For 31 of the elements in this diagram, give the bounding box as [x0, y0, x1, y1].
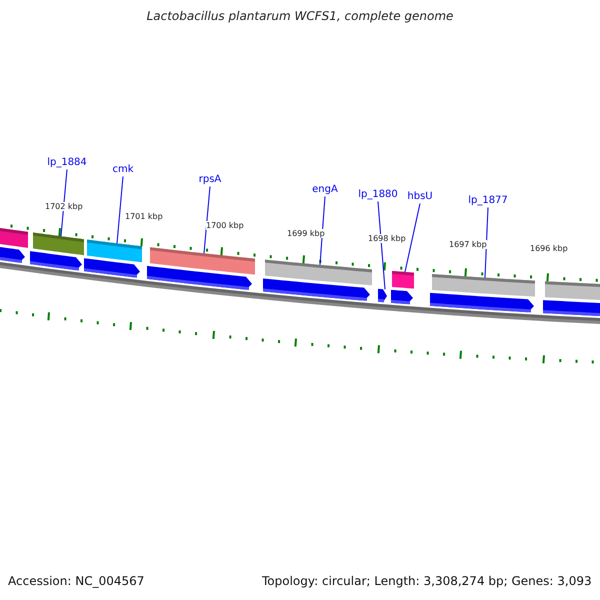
gene-label: hbsU	[407, 191, 433, 202]
title: Lactobacillus plantarum WCFS1, complete genome	[146, 10, 454, 24]
leader-line	[204, 186, 210, 254]
scale-label: 1696 kbp	[530, 244, 568, 254]
gene-label: lp_1884	[47, 157, 87, 168]
gene-label: lp_1880	[358, 189, 398, 200]
gene-label: cmk	[112, 164, 134, 176]
scale-label: 1697 kbp	[449, 240, 487, 250]
scale-label: 1700 kbp	[206, 221, 244, 230]
leader-line	[378, 201, 386, 290]
gene-label: engA	[312, 184, 338, 196]
footer-text: Accession: NC_004567	[8, 575, 144, 589]
gene-label: rpsA	[198, 174, 222, 186]
gene-bar	[150, 247, 255, 275]
scale-label: 1701 kbp	[125, 212, 163, 222]
scale-label: 1699 kbp	[287, 229, 325, 238]
leader-line	[60, 169, 68, 237]
footer-text: Topology: circular; Length: 3,308,274 bp; Genes: 3,093	[262, 575, 592, 589]
leader-line	[320, 196, 326, 266]
leader-line	[404, 203, 420, 272]
gene-label: lp_1877	[468, 195, 508, 206]
gene-bar	[392, 270, 414, 289]
leader-line	[484, 207, 488, 278]
coding-sequence-marker	[378, 288, 387, 302]
gene-bar	[87, 240, 142, 262]
gene-bar	[432, 274, 535, 297]
gene-bar	[265, 260, 372, 286]
leader-line	[116, 176, 124, 244]
scale-label: 1698 kbp	[368, 234, 406, 244]
scale-label: 1702 kbp	[45, 202, 83, 212]
gene-bar	[33, 232, 84, 256]
